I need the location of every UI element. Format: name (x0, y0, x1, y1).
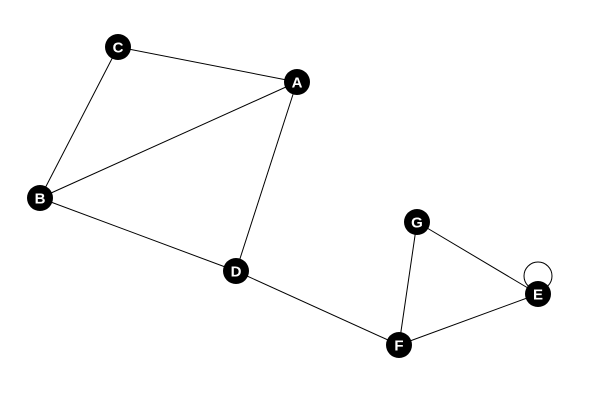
node-f: F (386, 332, 412, 358)
node-b-label: B (35, 191, 46, 208)
edge-F-G (398, 221, 418, 346)
node-b-circle (27, 185, 53, 211)
edge-B-D (39, 197, 237, 272)
node-g-circle (404, 209, 430, 235)
node-g: G (404, 209, 430, 235)
node-e: E (525, 281, 551, 307)
edge-F-E (398, 293, 539, 346)
node-b: B (27, 185, 53, 211)
edge-C-B (39, 46, 119, 199)
node-f-circle (386, 332, 412, 358)
edge-G-E (416, 221, 539, 295)
edge-B-A (39, 81, 298, 199)
node-d-label: D (231, 264, 242, 281)
node-e-label: E (533, 287, 543, 304)
node-a: A (284, 69, 310, 95)
node-c-label: C (113, 40, 124, 57)
edge-C-A (117, 46, 298, 83)
node-g-label: G (411, 215, 423, 232)
node-d-circle (223, 258, 249, 284)
node-c-circle (105, 34, 131, 60)
node-e-circle (525, 281, 551, 307)
node-f-label: F (394, 338, 403, 355)
edge-A-D (235, 81, 298, 272)
node-a-circle (284, 69, 310, 95)
edge-D-F (235, 270, 400, 346)
nodes-layer: A B C D E F G (27, 34, 551, 358)
node-a-label: A (292, 75, 303, 92)
node-d: D (223, 258, 249, 284)
node-c: C (105, 34, 131, 60)
